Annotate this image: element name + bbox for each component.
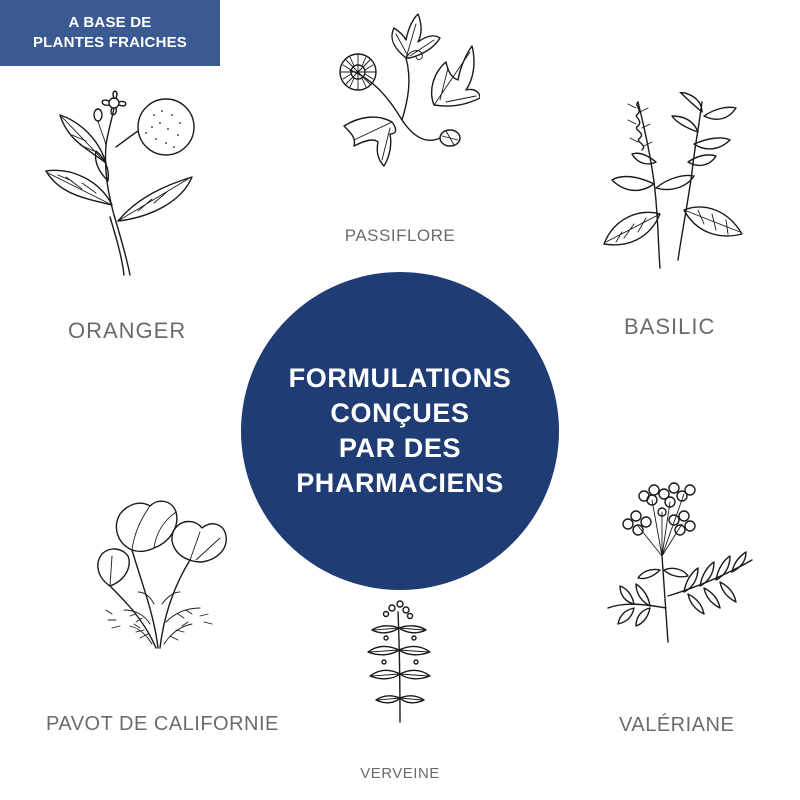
badge-fresh-plants: A BASE DE PLANTES FRAICHES [0,0,220,66]
plant-label-basilic: BASILIC [624,314,716,339]
center-line-1: FORMULATIONS [288,363,512,393]
plant-label-valeriane: VALÉRIANE [619,714,735,736]
plant-label-pavot: PAVOT DE CALIFORNIE [46,713,279,735]
valeriane-illustration [604,476,764,646]
center-line-3: PAR DES [338,433,462,463]
plant-label-oranger: ORANGER [68,318,187,343]
passiflore-illustration [330,10,480,170]
oranger-illustration [42,85,202,280]
plant-label-verveine: VERVEINE [360,765,440,782]
badge-line-2: PLANTES FRAICHES [32,34,188,51]
basilic-illustration [598,92,748,272]
badge-line-1: A BASE DE [68,14,152,31]
verveine-illustration [364,598,434,726]
pavot-illustration [92,494,232,654]
center-line-4: PHARMACIENS [296,468,504,498]
center-line-2: CONÇUES [330,398,470,428]
center-circle: FORMULATIONS CONÇUES PAR DES PHARMACIENS [241,272,559,590]
plant-label-passiflore: PASSIFLORE [344,226,456,245]
